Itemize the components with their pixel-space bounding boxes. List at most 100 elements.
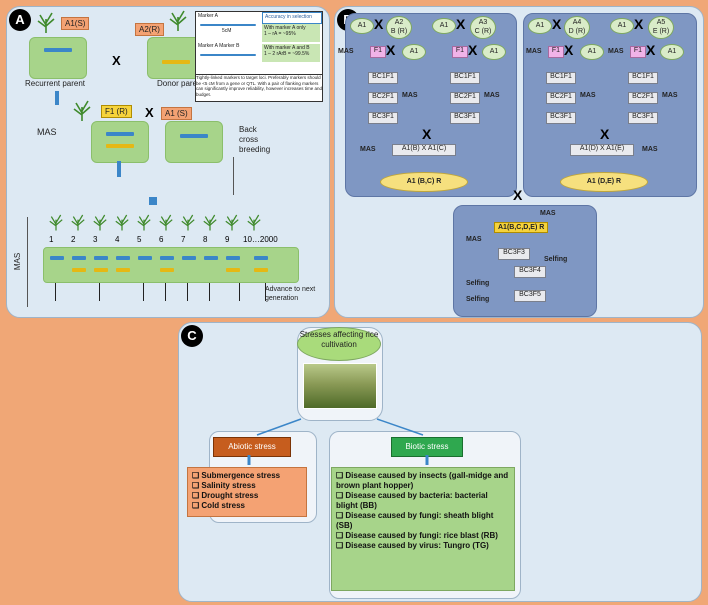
parent-a1-4: A1 [610,18,634,34]
cross-right: A1(D) X A1(E) [570,144,634,156]
number-10-2000: 10…2000 [243,235,278,244]
donor-parent-label: Donor parent [157,79,204,88]
rice-plant-icon [203,214,217,231]
bc1f1-l2: BC1F1 [546,72,576,84]
cross-x: X [564,42,574,58]
rice-plant-icon [71,214,85,231]
abiotic-item-label: Drought stress [201,491,259,500]
f1-left: F1 [370,46,386,58]
panel-c: C Stresses affecting rice cultivation Ab… [178,322,702,602]
cm-label: 5cM [222,28,232,34]
bc2f1-l2: BC2F1 [546,92,576,104]
stress-title: Stresses affecting rice cultivation [297,327,381,361]
selfing-label: Selfing [466,280,490,287]
backcross-label: Back cross breeding [239,125,271,154]
f1-genome-box [91,121,149,163]
arrow-down [55,91,59,105]
parent-a1-1: A1 [350,18,374,34]
cross-x: X [552,16,562,32]
backcross-genome-box [165,121,223,163]
advance-label: Advance to next generation [265,286,316,302]
bc1f1-r2: BC1F1 [628,72,658,84]
rice-plant-icon [159,214,173,231]
a1-right-2: A1 [660,44,684,60]
cross-x: X [456,16,466,32]
mas-label: MAS [360,146,376,153]
mas-side-label: MAS [13,252,23,271]
marker-ab-label: Marker A Marker B [198,43,240,49]
parent-a1-3: A1 [528,18,552,34]
panel-a-label: A [9,9,31,31]
cross-x: X [422,126,432,142]
panel-a: A A1(S) A2(R) Recurrent parent Donor par… [6,6,330,318]
marker-note: Tightly-linked markers to target loci. P… [195,74,323,102]
mas-label: MAS [402,92,418,99]
rice-plant-icon [73,100,91,121]
bc2f1-r: BC2F1 [450,92,480,104]
arrow-down-3 [149,197,157,205]
mas-label: MAS [580,92,596,99]
result-bc: A1 (B,C) R [380,172,468,192]
a1-left: A1 [402,44,426,60]
mas-label: MAS [338,48,354,55]
mas-label: MAS [526,48,542,55]
abiotic-item: ❑ Salinity stress [192,481,256,490]
number-5: 5 [137,235,142,244]
bc2f1-l: BC2F1 [368,92,398,104]
cross-x: X [646,42,656,58]
accuracy-title: Accuracy in selection [265,14,312,20]
bc1f1-l: BC1F1 [368,72,398,84]
cross-x: X [600,126,610,142]
rice-plant-icon [169,10,187,31]
donor-parent-tag: A2(R) [135,23,164,36]
recurrent-genome-box [29,37,87,79]
f1-right: F1 [452,46,468,58]
selfing-label: Selfing [466,296,490,303]
bc3f1-l2: BC3F1 [546,112,576,124]
parent-a3: A3 C (R) [470,16,496,39]
biotic-item: ❑ Disease caused by bacteria: bacterial … [336,491,488,510]
biotic-item-label: Disease caused by fungi: sheath blight (… [336,511,494,530]
subpanel-right: A1 X A4 D (R) A1 X A5 E (R) MAS F1 X A1 … [523,13,697,197]
f1-left-2: F1 [548,46,564,58]
cross-x: X [634,16,644,32]
selection-lines [43,283,297,303]
recurrent-parent-label: Recurrent parent [25,79,86,88]
mas-label: MAS [662,92,678,99]
panel-b: B A1 X A2 B (R) A1 X A3 C (R) MAS F1 X A… [334,6,704,318]
a1s-tag: A1 (S) [161,107,192,120]
bc1f1-r: BC1F1 [450,72,480,84]
recurrent-parent-tag: A1(S) [61,17,90,30]
number-9: 9 [225,235,230,244]
biotic-item-label: Disease caused by fungi: rice blast (RB) [345,531,498,540]
number-4: 4 [115,235,120,244]
marker-inset: Marker A 5cM Marker A Marker B Accuracy … [195,11,323,75]
bc3f1-r: BC3F1 [450,112,480,124]
a1-right: A1 [482,44,506,60]
rice-plant-icon [115,214,129,231]
number-7: 7 [181,235,186,244]
f1-tag: F1 (R) [101,105,132,118]
mas-label: MAS [540,210,556,217]
rice-plant-icon [247,214,261,231]
f1-right-2: F1 [630,46,646,58]
rice-plant-icon [181,214,195,231]
rice-plant-icon [49,214,63,231]
cross-symbol-2: X [145,105,154,120]
a1-left-2: A1 [580,44,604,60]
mas-label: MAS [466,236,482,243]
number-2: 2 [71,235,76,244]
result-de: A1 (D,E) R [560,172,648,192]
abiotic-item: ❑ Drought stress [192,491,259,500]
cross-x: X [374,16,384,32]
panel-c-label: C [181,325,203,347]
biotic-item: ❑ Disease caused by fungi: sheath blight… [336,511,494,530]
final-cross-x: X [513,187,523,203]
arrow-down-2 [117,161,121,177]
abiotic-item: ❑ Cold stress [192,501,245,510]
cross-symbol: X [112,53,121,68]
selfing-label: Selfing [544,256,568,263]
abiotic-title: Abiotic stress [213,437,291,457]
marker-a-label: Marker A [198,13,219,19]
parent-a5: A5 E (R) [648,16,674,39]
